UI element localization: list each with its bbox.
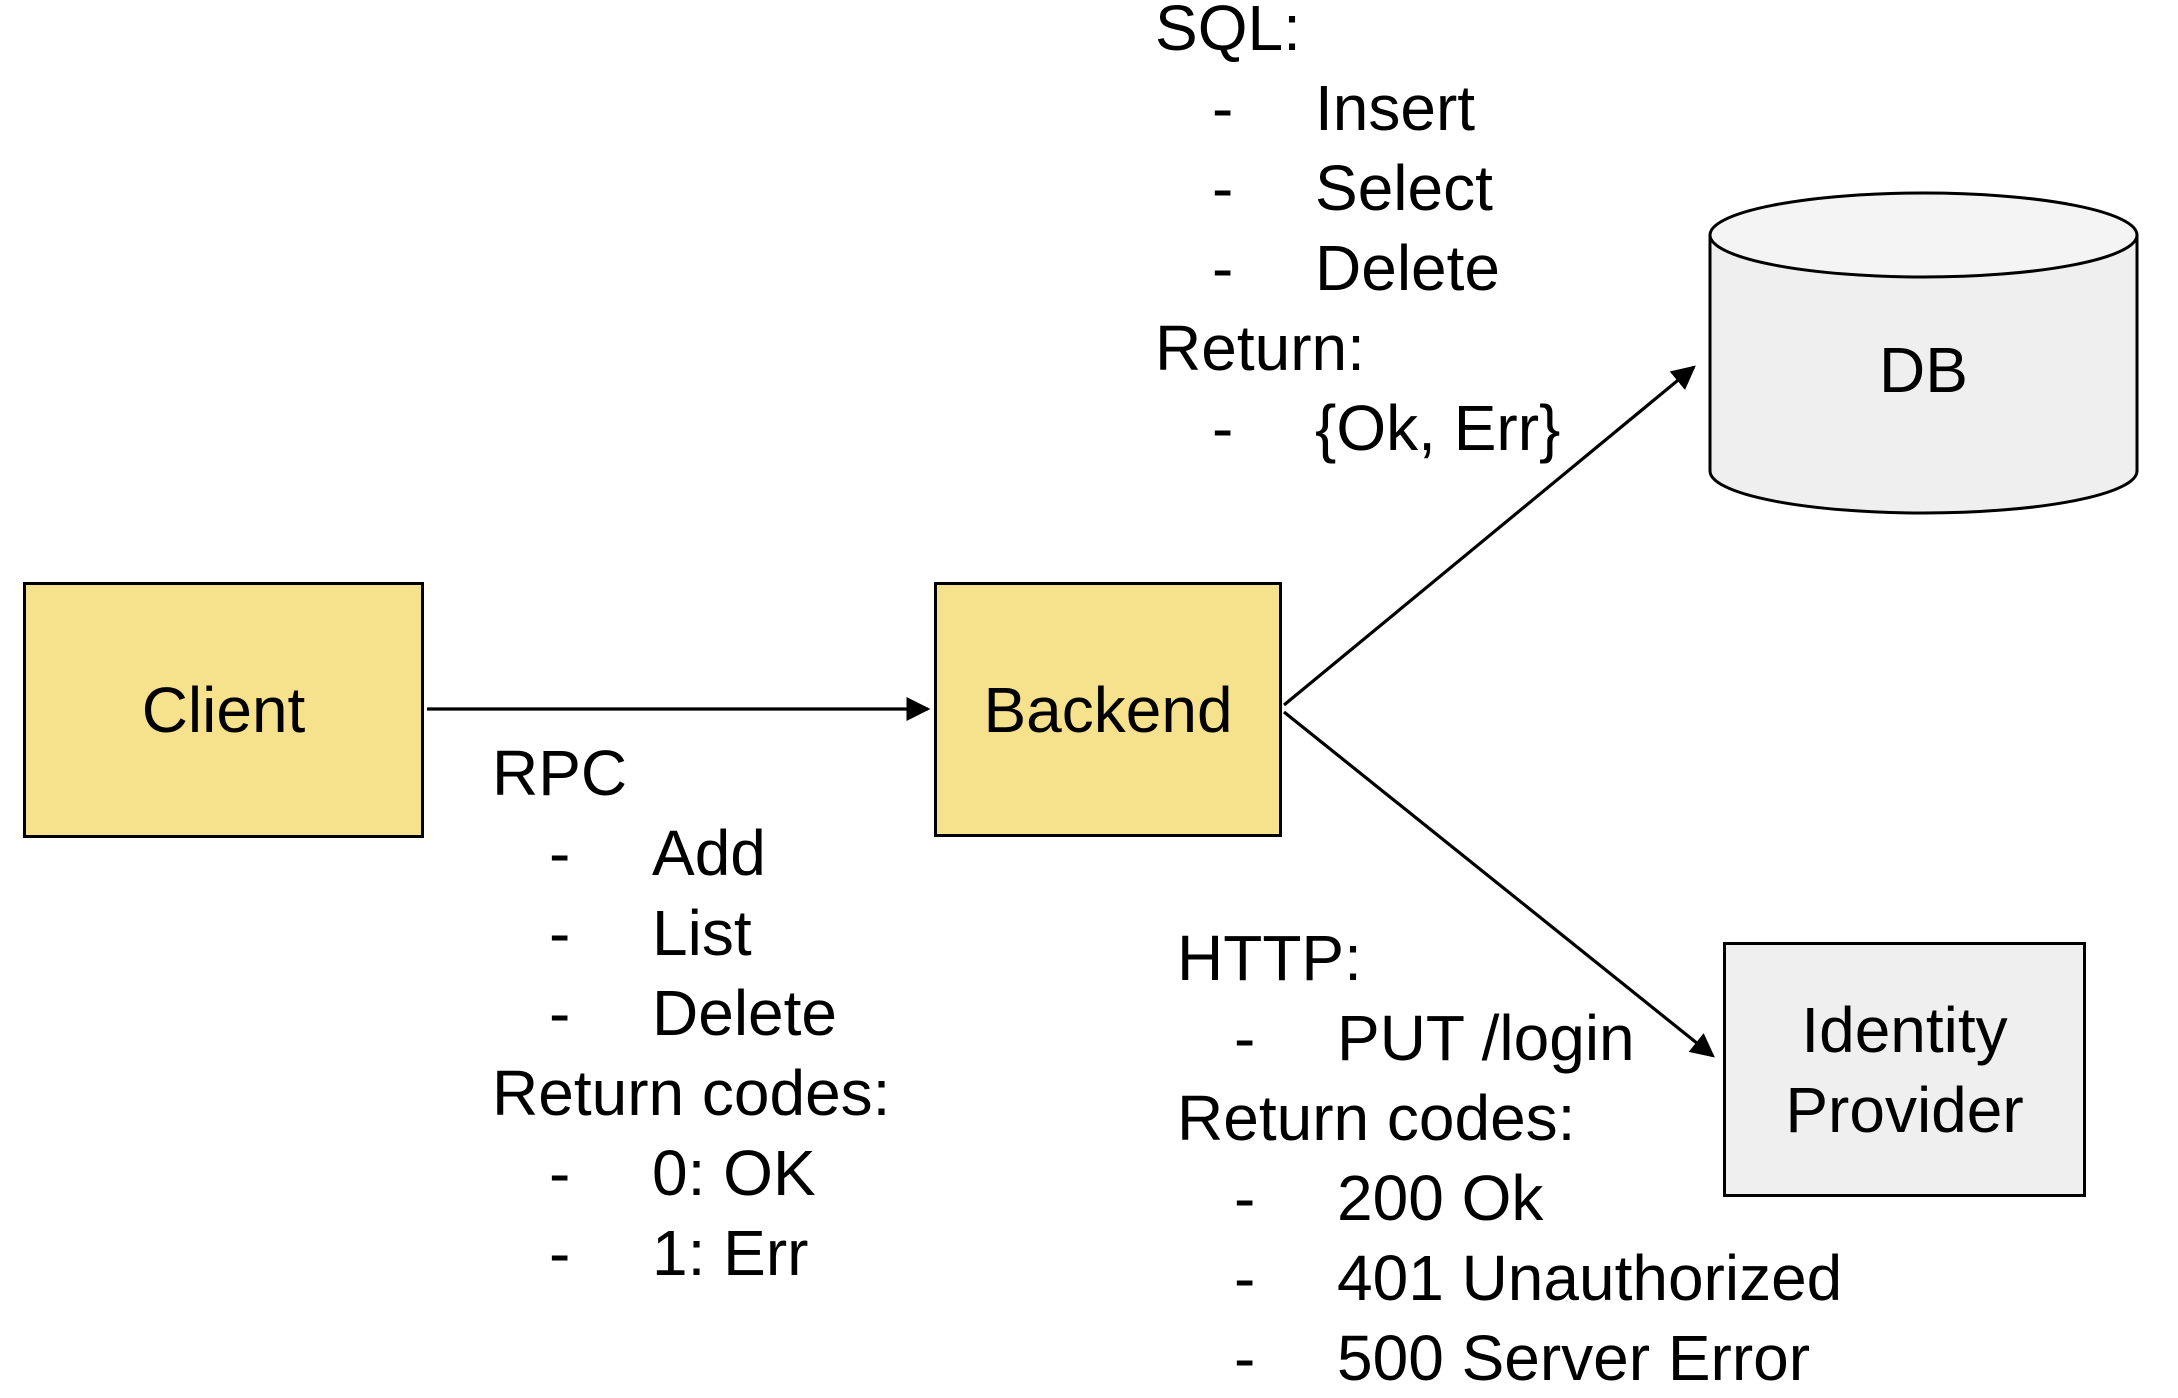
- rpc-return-item-text: 0: OK: [652, 1137, 816, 1209]
- bullet-dash: -: [1212, 152, 1234, 224]
- backend-node-label: Backend: [983, 673, 1233, 746]
- rpc-return-item: - 1: Err: [492, 1213, 890, 1293]
- rpc-item: - Add: [492, 813, 890, 893]
- sql-title: SQL:: [1155, 0, 1301, 64]
- sql-return-item-text: {Ok, Err}: [1315, 392, 1561, 464]
- sql-return-title: Return:: [1155, 312, 1365, 384]
- sql-item-text: Delete: [1315, 232, 1500, 304]
- bullet-dash: -: [549, 1137, 571, 1209]
- sql-item: - Delete: [1155, 228, 1560, 308]
- backend-node: Backend: [934, 582, 1282, 837]
- bullet-dash: -: [549, 897, 571, 969]
- bullet-dash: -: [1212, 232, 1234, 304]
- identity-provider-label-line1: Identity: [1801, 993, 2008, 1066]
- http-title: HTTP:: [1177, 922, 1362, 994]
- http-annotation: HTTP: - PUT /login Return codes: - 200 O…: [1177, 918, 1842, 1398]
- sql-item: - Insert: [1155, 68, 1560, 148]
- sql-annotation: SQL: - Insert - Select - Delete Return: …: [1155, 0, 1560, 468]
- bullet-dash: -: [549, 977, 571, 1049]
- bullet-dash: -: [549, 817, 571, 889]
- http-return-title: Return codes:: [1177, 1082, 1576, 1154]
- sql-item: - Select: [1155, 148, 1560, 228]
- rpc-item-text: List: [652, 897, 752, 969]
- http-return-item-text: 500 Server Error: [1337, 1322, 1811, 1394]
- bullet-dash: -: [1212, 392, 1234, 464]
- http-return-item-text: 200 Ok: [1337, 1162, 1544, 1234]
- rpc-return-item: - 0: OK: [492, 1133, 890, 1213]
- sql-item-text: Select: [1315, 152, 1493, 224]
- bullet-dash: -: [1234, 1002, 1256, 1074]
- http-return-item-text: 401 Unauthorized: [1337, 1242, 1843, 1314]
- rpc-title: RPC: [492, 737, 628, 809]
- bullet-dash: -: [549, 1217, 571, 1289]
- client-node: Client: [23, 582, 424, 838]
- bullet-dash: -: [1234, 1242, 1256, 1314]
- identity-provider-label-line2: Provider: [1785, 1073, 2024, 1146]
- rpc-item-text: Delete: [652, 977, 837, 1049]
- rpc-return-item-text: 1: Err: [652, 1217, 809, 1289]
- http-return-item: - 500 Server Error: [1177, 1318, 1842, 1398]
- rpc-annotation: RPC - Add - List - Delete Return codes: …: [492, 733, 890, 1293]
- http-return-item: - 401 Unauthorized: [1177, 1238, 1842, 1318]
- identity-provider-node: Identity Provider: [1723, 942, 2086, 1197]
- rpc-item: - Delete: [492, 973, 890, 1053]
- rpc-item: - List: [492, 893, 890, 973]
- bullet-dash: -: [1234, 1322, 1256, 1394]
- client-node-label: Client: [141, 674, 306, 746]
- sql-item-text: Insert: [1315, 72, 1476, 144]
- db-node-label: DB: [1879, 334, 1968, 406]
- http-return-item: - 200 Ok: [1177, 1158, 1842, 1238]
- bullet-dash: -: [1234, 1162, 1256, 1234]
- http-item: - PUT /login: [1177, 998, 1842, 1078]
- bullet-dash: -: [1212, 72, 1234, 144]
- rpc-item-text: Add: [652, 817, 766, 889]
- http-item-text: PUT /login: [1337, 1002, 1635, 1074]
- sql-return-item: - {Ok, Err}: [1155, 388, 1560, 468]
- rpc-return-title: Return codes:: [492, 1057, 891, 1129]
